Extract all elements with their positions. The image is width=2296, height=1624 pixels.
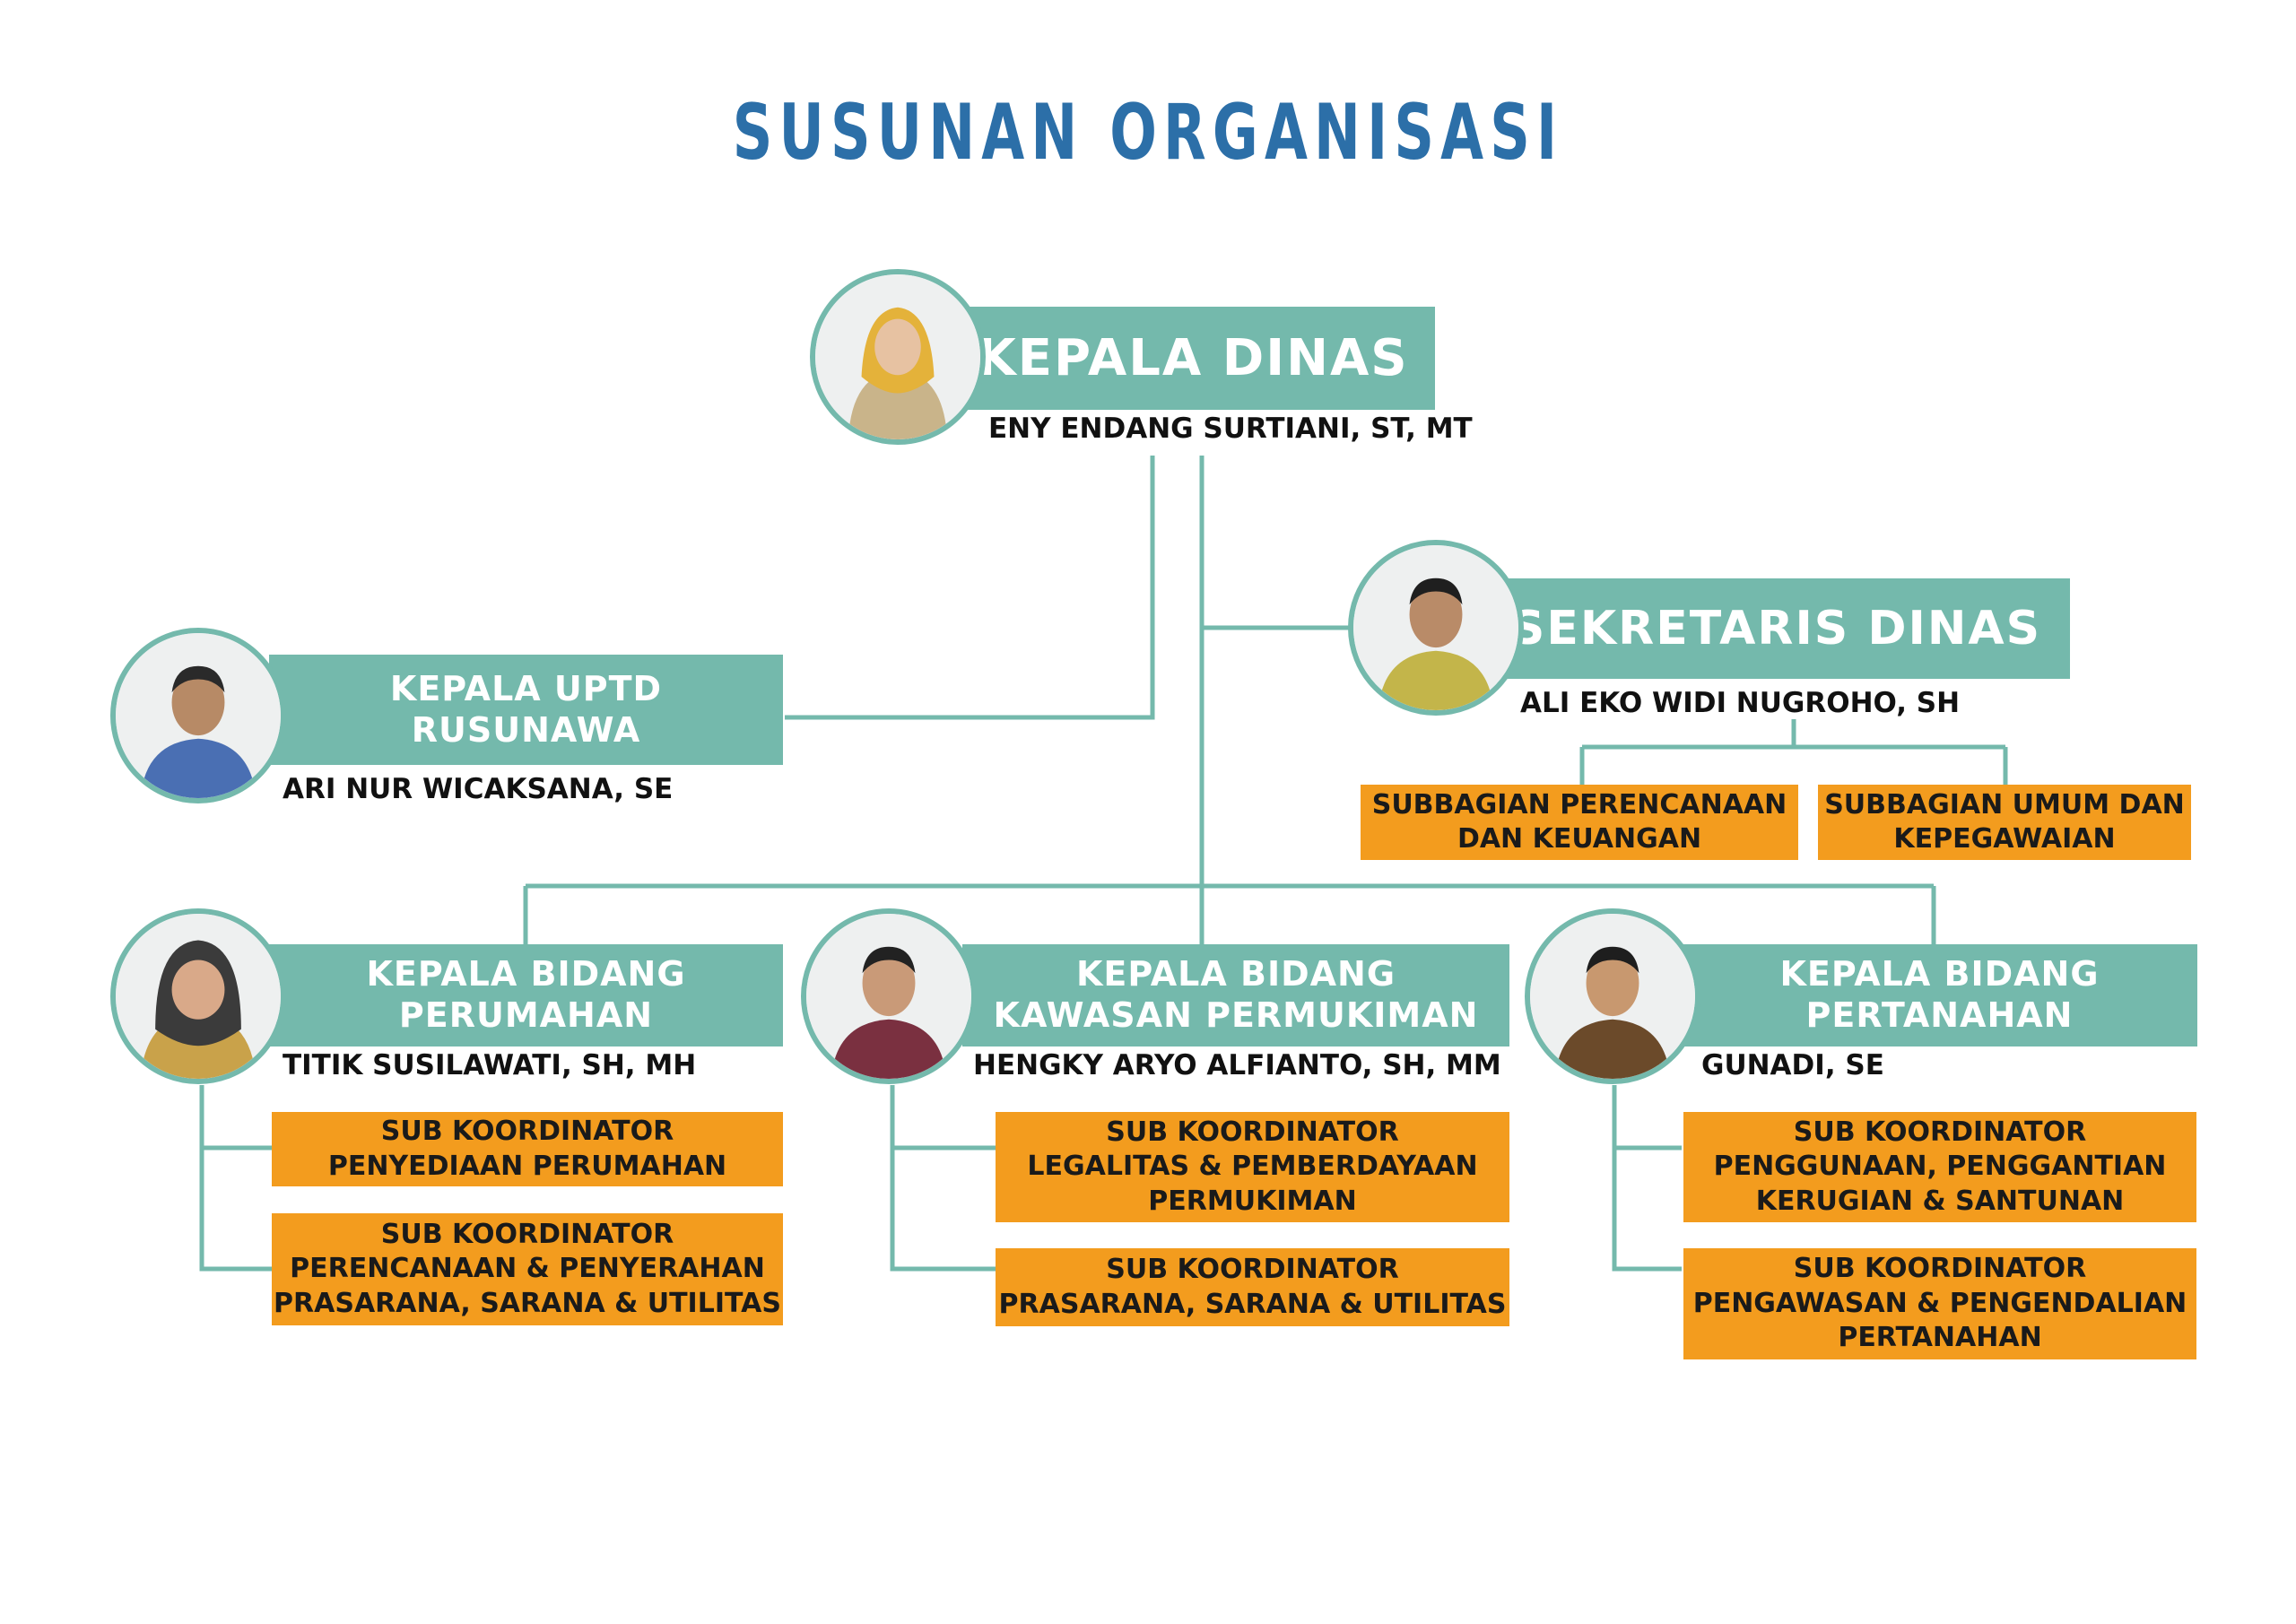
division-3-unit-2: SUB KOORDINATOR PENGAWASAN & PENGENDALIA… xyxy=(1683,1248,2196,1359)
secretary-unit-1-line2: DAN KEUANGAN xyxy=(1457,823,1702,855)
person-icon xyxy=(806,914,971,1079)
secretary-photo xyxy=(1348,540,1524,716)
head-name: ENY ENDANG SURTIANI, ST, MT xyxy=(988,413,1473,445)
secretary-name: ALI EKO WIDI NUGROHO, SH xyxy=(1520,687,1961,719)
division-3-role-box: KEPALA BIDANG PERTANAHAN xyxy=(1682,944,2197,1046)
division-2-unit-1-line3: PERMUKIMAN xyxy=(1148,1185,1357,1217)
secretary-role-label: SEKRETARIS DINAS xyxy=(1510,601,2042,656)
division-1-photo xyxy=(110,908,286,1084)
division-3-unit-1-line3: KERUGIAN & SANTUNAN xyxy=(1755,1185,2125,1217)
division-3-role-line2: PERTANAHAN xyxy=(1805,995,2074,1035)
division-2-unit-1: SUB KOORDINATOR LEGALITAS & PEMBERDAYAAN… xyxy=(996,1112,1509,1222)
secretary-role-box: SEKRETARIS DINAS xyxy=(1483,578,2070,679)
division-3-unit-2-line3: PERTANAHAN xyxy=(1838,1322,2042,1354)
person-uniform-icon xyxy=(1353,545,1518,710)
head-role-label: KEPALA DINAS xyxy=(977,328,1409,387)
uptd-role-line1: KEPALA UPTD xyxy=(389,668,663,708)
division-2-unit-1-line2: LEGALITAS & PEMBERDAYAAN xyxy=(1027,1151,1478,1183)
secretary-unit-2: SUBBAGIAN UMUM DAN KEPEGAWAIAN xyxy=(1818,785,2191,860)
person-hijab-icon xyxy=(116,914,281,1079)
page-title: SUSUNAN ORGANISASI xyxy=(732,88,1564,178)
division-1-role-line1: KEPALA BIDANG xyxy=(366,954,686,994)
division-2-unit-1-line1: SUB KOORDINATOR xyxy=(1106,1116,1399,1148)
uptd-name: ARI NUR WICAKSANA, SE xyxy=(283,773,674,805)
secretary-unit-2-line2: KEPEGAWAIAN xyxy=(1893,823,2116,855)
division-1-unit-2: SUB KOORDINATOR PERENCANAAN & PENYERAHAN… xyxy=(272,1213,783,1325)
connector-div2-units xyxy=(890,1085,996,1272)
division-1-unit-2-line1: SUB KOORDINATOR xyxy=(380,1218,674,1250)
division-3-role-line1: KEPALA BIDANG xyxy=(1779,954,2100,994)
division-2-role-line1: KEPALA BIDANG xyxy=(1075,954,1396,994)
connector-head-uptd xyxy=(785,456,1155,720)
division-1-role-line2: PERUMAHAN xyxy=(398,995,654,1035)
division-1-unit-2-line3: PRASARANA, SARANA & UTILITAS xyxy=(274,1287,781,1319)
division-3-unit-1: SUB KOORDINATOR PENGGUNAAN, PENGGANTIAN … xyxy=(1683,1112,2196,1222)
division-2-unit-2: SUB KOORDINATOR PRASARANA, SARANA & UTIL… xyxy=(996,1248,1509,1326)
division-2-unit-2-line2: PRASARANA, SARANA & UTILITAS xyxy=(998,1288,1507,1320)
division-2-unit-2-line1: SUB KOORDINATOR xyxy=(1106,1254,1399,1286)
division-1-name: TITIK SUSILAWATI, SH, MH xyxy=(283,1049,697,1081)
division-3-unit-1-line2: PENGGUNAAN, PENGGANTIAN xyxy=(1713,1151,2167,1183)
division-1-unit-1-line2: PENYEDIAAN PERUMAHAN xyxy=(327,1150,727,1182)
division-3-unit-1-line1: SUB KOORDINATOR xyxy=(1793,1116,2087,1148)
uptd-role-line2: RUSUNAWA xyxy=(411,709,641,750)
division-3-unit-2-line1: SUB KOORDINATOR xyxy=(1793,1253,2087,1285)
person-icon xyxy=(1530,914,1695,1079)
division-3-photo xyxy=(1525,908,1700,1084)
uptd-photo xyxy=(110,628,286,803)
division-2-name: HENGKY ARYO ALFIANTO, SH, MM xyxy=(973,1049,1501,1081)
division-3-name: GUNADI, SE xyxy=(1701,1049,1884,1081)
head-role-box: KEPALA DINAS xyxy=(951,307,1435,410)
division-2-photo xyxy=(801,908,977,1084)
connector-div3-units xyxy=(1612,1085,1682,1272)
division-2-role-line2: KAWASAN PERMUKIMAN xyxy=(993,995,1479,1035)
person-hijab-icon xyxy=(815,274,980,439)
connector-div1-units xyxy=(199,1085,274,1272)
uptd-role-box: KEPALA UPTD RUSUNAWA xyxy=(269,655,783,765)
division-1-unit-1-line1: SUB KOORDINATOR xyxy=(380,1116,674,1148)
head-photo xyxy=(810,269,986,445)
secretary-unit-1-line1: SUBBAGIAN PERENCANAAN xyxy=(1371,788,1787,821)
secretary-unit-2-line1: SUBBAGIAN UMUM DAN xyxy=(1824,788,2185,821)
secretary-unit-1: SUBBAGIAN PERENCANAAN DAN KEUANGAN xyxy=(1361,785,1798,860)
division-1-unit-1: SUB KOORDINATOR PENYEDIAAN PERUMAHAN xyxy=(272,1112,783,1186)
division-2-role-box: KEPALA BIDANG KAWASAN PERMUKIMAN xyxy=(962,944,1509,1046)
person-icon xyxy=(116,633,281,798)
division-3-unit-2-line2: PENGAWASAN & PENGENDALIAN xyxy=(1692,1287,2187,1319)
division-1-role-box: KEPALA BIDANG PERUMAHAN xyxy=(269,944,783,1046)
division-1-unit-2-line2: PERENCANAAN & PENYERAHAN xyxy=(290,1253,765,1285)
